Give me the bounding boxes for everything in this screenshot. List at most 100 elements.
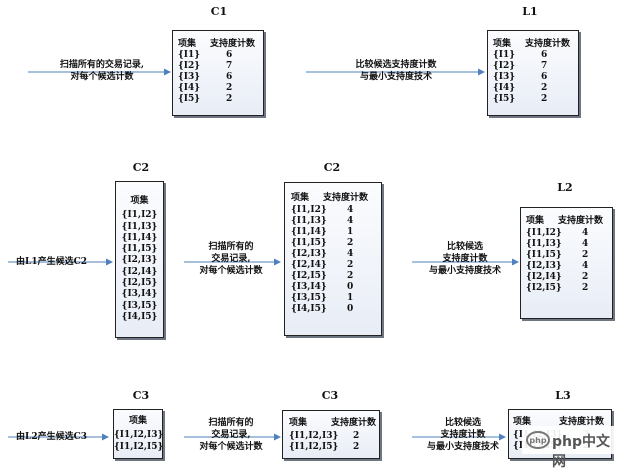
note-scan-c1: 扫描所有的交易记录, 对每个候选计数 bbox=[59, 60, 145, 82]
support-count: 7 bbox=[226, 61, 233, 71]
support-count: 2 bbox=[353, 431, 360, 441]
itemset: {I2} bbox=[178, 61, 201, 71]
support-count: 2 bbox=[226, 83, 233, 93]
header-support: 支持度计数 bbox=[559, 417, 605, 427]
itemset: {I5} bbox=[178, 94, 201, 104]
svg-text:php: php bbox=[529, 436, 546, 445]
header-itemset: 项集 bbox=[513, 417, 532, 427]
itemset: {I2,I5} bbox=[526, 283, 562, 293]
itemset: {I2,I3} bbox=[526, 261, 562, 271]
candidate-itemset: {I1,I2,I3} bbox=[114, 430, 164, 441]
support-count: 2 bbox=[347, 260, 354, 270]
support-count: 2 bbox=[582, 283, 589, 293]
itemset: {I1,I3} bbox=[291, 216, 327, 226]
header-support: 支持度计数 bbox=[331, 418, 377, 428]
itemset: {I1,I5} bbox=[291, 238, 327, 248]
itemset: {I1,I2} bbox=[291, 205, 327, 215]
itemset: {I4} bbox=[178, 83, 201, 93]
php-logo-icon: php bbox=[526, 431, 550, 449]
itemset: {I2,I4} bbox=[526, 272, 562, 282]
support-count: 4 bbox=[582, 261, 589, 271]
itemset: {I3} bbox=[178, 72, 201, 82]
header-support: 支持度计数 bbox=[525, 39, 571, 49]
candidate-itemset: {I2,I3} bbox=[121, 255, 158, 266]
watermark: php php中文网 bbox=[522, 426, 622, 470]
title-c3-candidates: C3 bbox=[132, 389, 150, 402]
support-count: 0 bbox=[347, 304, 354, 314]
support-count: 4 bbox=[347, 205, 354, 215]
header-itemset: 项集 bbox=[493, 39, 512, 49]
header-support: 支持度计数 bbox=[323, 193, 369, 203]
support-count: 2 bbox=[353, 442, 360, 452]
itemset: {I2,I3} bbox=[291, 249, 327, 259]
header-itemset: 项集 bbox=[130, 196, 149, 206]
itemset: {I1,I4} bbox=[291, 227, 327, 237]
itemset: {I2,I4} bbox=[291, 260, 327, 270]
support-count: 2 bbox=[347, 238, 354, 248]
support-count: 0 bbox=[347, 282, 354, 292]
itemset: {I4} bbox=[493, 83, 516, 93]
itemset: {I2} bbox=[493, 61, 516, 71]
itemset: {I1,I5} bbox=[526, 250, 562, 260]
support-count: 6 bbox=[226, 72, 233, 82]
header-itemset: 项集 bbox=[291, 193, 310, 203]
support-count: 2 bbox=[541, 94, 548, 104]
note-scan-c2: 扫描所有的 交易记录, 对每个候选计数 bbox=[199, 242, 263, 276]
table-l1: 项集 支持度计数 {I1} 6 {I2} 7 {I3} 6 {I4} 2 {I5} 2 bbox=[487, 30, 579, 116]
candidate-itemset: {I3,I5} bbox=[121, 300, 158, 311]
itemset: {I3,I5} bbox=[291, 293, 327, 303]
itemset: {I5} bbox=[493, 94, 516, 104]
support-count: 2 bbox=[541, 83, 548, 93]
note-compare-l2: 比较候选 支持度计数 与最小支持度技术 bbox=[428, 242, 501, 276]
candidate-itemset: {I1,I2,I5} bbox=[114, 441, 164, 452]
candidate-itemset: {I1,I2} bbox=[121, 210, 158, 221]
title-c3-counts: C3 bbox=[321, 389, 339, 402]
note-compare-l1: 比较候选支持度计数 与最小支持度技术 bbox=[355, 60, 437, 82]
note-compare-l3: 比较候选 支持度计数 与最小支持度技术 bbox=[426, 418, 499, 452]
title-l2: L2 bbox=[557, 181, 573, 194]
table-l2: 项集支持度计数 {I1,I2}4 {I1,I3}4 {I1,I5}2 {I2,I… bbox=[520, 207, 613, 319]
support-count: 2 bbox=[347, 271, 354, 281]
support-count: 4 bbox=[347, 216, 354, 226]
title-c2-counts: C2 bbox=[323, 161, 341, 174]
title-c2-candidates: C2 bbox=[132, 161, 150, 174]
itemset: {I3} bbox=[493, 72, 516, 82]
support-count: 2 bbox=[226, 94, 233, 104]
itemset: {I1,I3} bbox=[526, 239, 562, 249]
header-itemset: 项集 bbox=[178, 39, 197, 49]
support-count: 6 bbox=[541, 72, 548, 82]
itemset: {I3,I4} bbox=[291, 282, 327, 292]
header-support: 支持度计数 bbox=[210, 39, 256, 49]
candidate-itemset: {I1,I4} bbox=[121, 232, 158, 243]
candidate-itemset: {I2,I4} bbox=[121, 266, 158, 277]
support-count: 4 bbox=[582, 239, 589, 249]
note-generate-c2: 由L1产生候选C2 bbox=[16, 257, 88, 267]
watermark-text: php中文网 bbox=[552, 434, 611, 470]
header-support: 支持度计数 bbox=[558, 216, 604, 226]
table-c1: 项集 支持度计数 {I1} 6 {I2} 7 {I3} 6 {I4} 2 {I5} 2 bbox=[172, 30, 264, 116]
table-c2-candidates: 项集 {I1,I2} {I1,I3} {I1,I4} {I1,I5} {I2,I… bbox=[115, 181, 164, 338]
support-count: 2 bbox=[582, 250, 589, 260]
itemset: {I1} bbox=[493, 50, 516, 60]
support-count: 4 bbox=[347, 249, 354, 259]
support-count: 2 bbox=[582, 272, 589, 282]
itemset: {I2,I5} bbox=[291, 271, 327, 281]
note-generate-c3: 由L2产生候选C3 bbox=[16, 432, 88, 442]
itemset: {I1,I2,I5} bbox=[289, 442, 339, 452]
candidate-itemset: {I1,I5} bbox=[121, 244, 158, 255]
support-count: 6 bbox=[226, 50, 233, 60]
support-count: 4 bbox=[582, 228, 589, 238]
itemset: {I1,I2} bbox=[526, 228, 562, 238]
itemset: {I1} bbox=[178, 50, 201, 60]
support-count: 1 bbox=[347, 293, 354, 303]
table-c3-candidates: 项集 {I1,I2,I3} {I1,I2,I5} bbox=[113, 409, 163, 459]
title-c1: C1 bbox=[210, 5, 228, 18]
candidate-itemset: {I1,I3} bbox=[121, 221, 158, 232]
support-count: 7 bbox=[541, 61, 548, 71]
header-itemset: 项集 bbox=[289, 418, 308, 428]
support-count: 1 bbox=[347, 227, 354, 237]
support-count: 6 bbox=[541, 50, 548, 60]
title-l1: L1 bbox=[522, 5, 538, 18]
table-c2-counts: 项集 支持度计数 {I1,I2} 4 {I1,I3} 4 {I1,I4} 1 {I1,I… bbox=[284, 182, 382, 336]
